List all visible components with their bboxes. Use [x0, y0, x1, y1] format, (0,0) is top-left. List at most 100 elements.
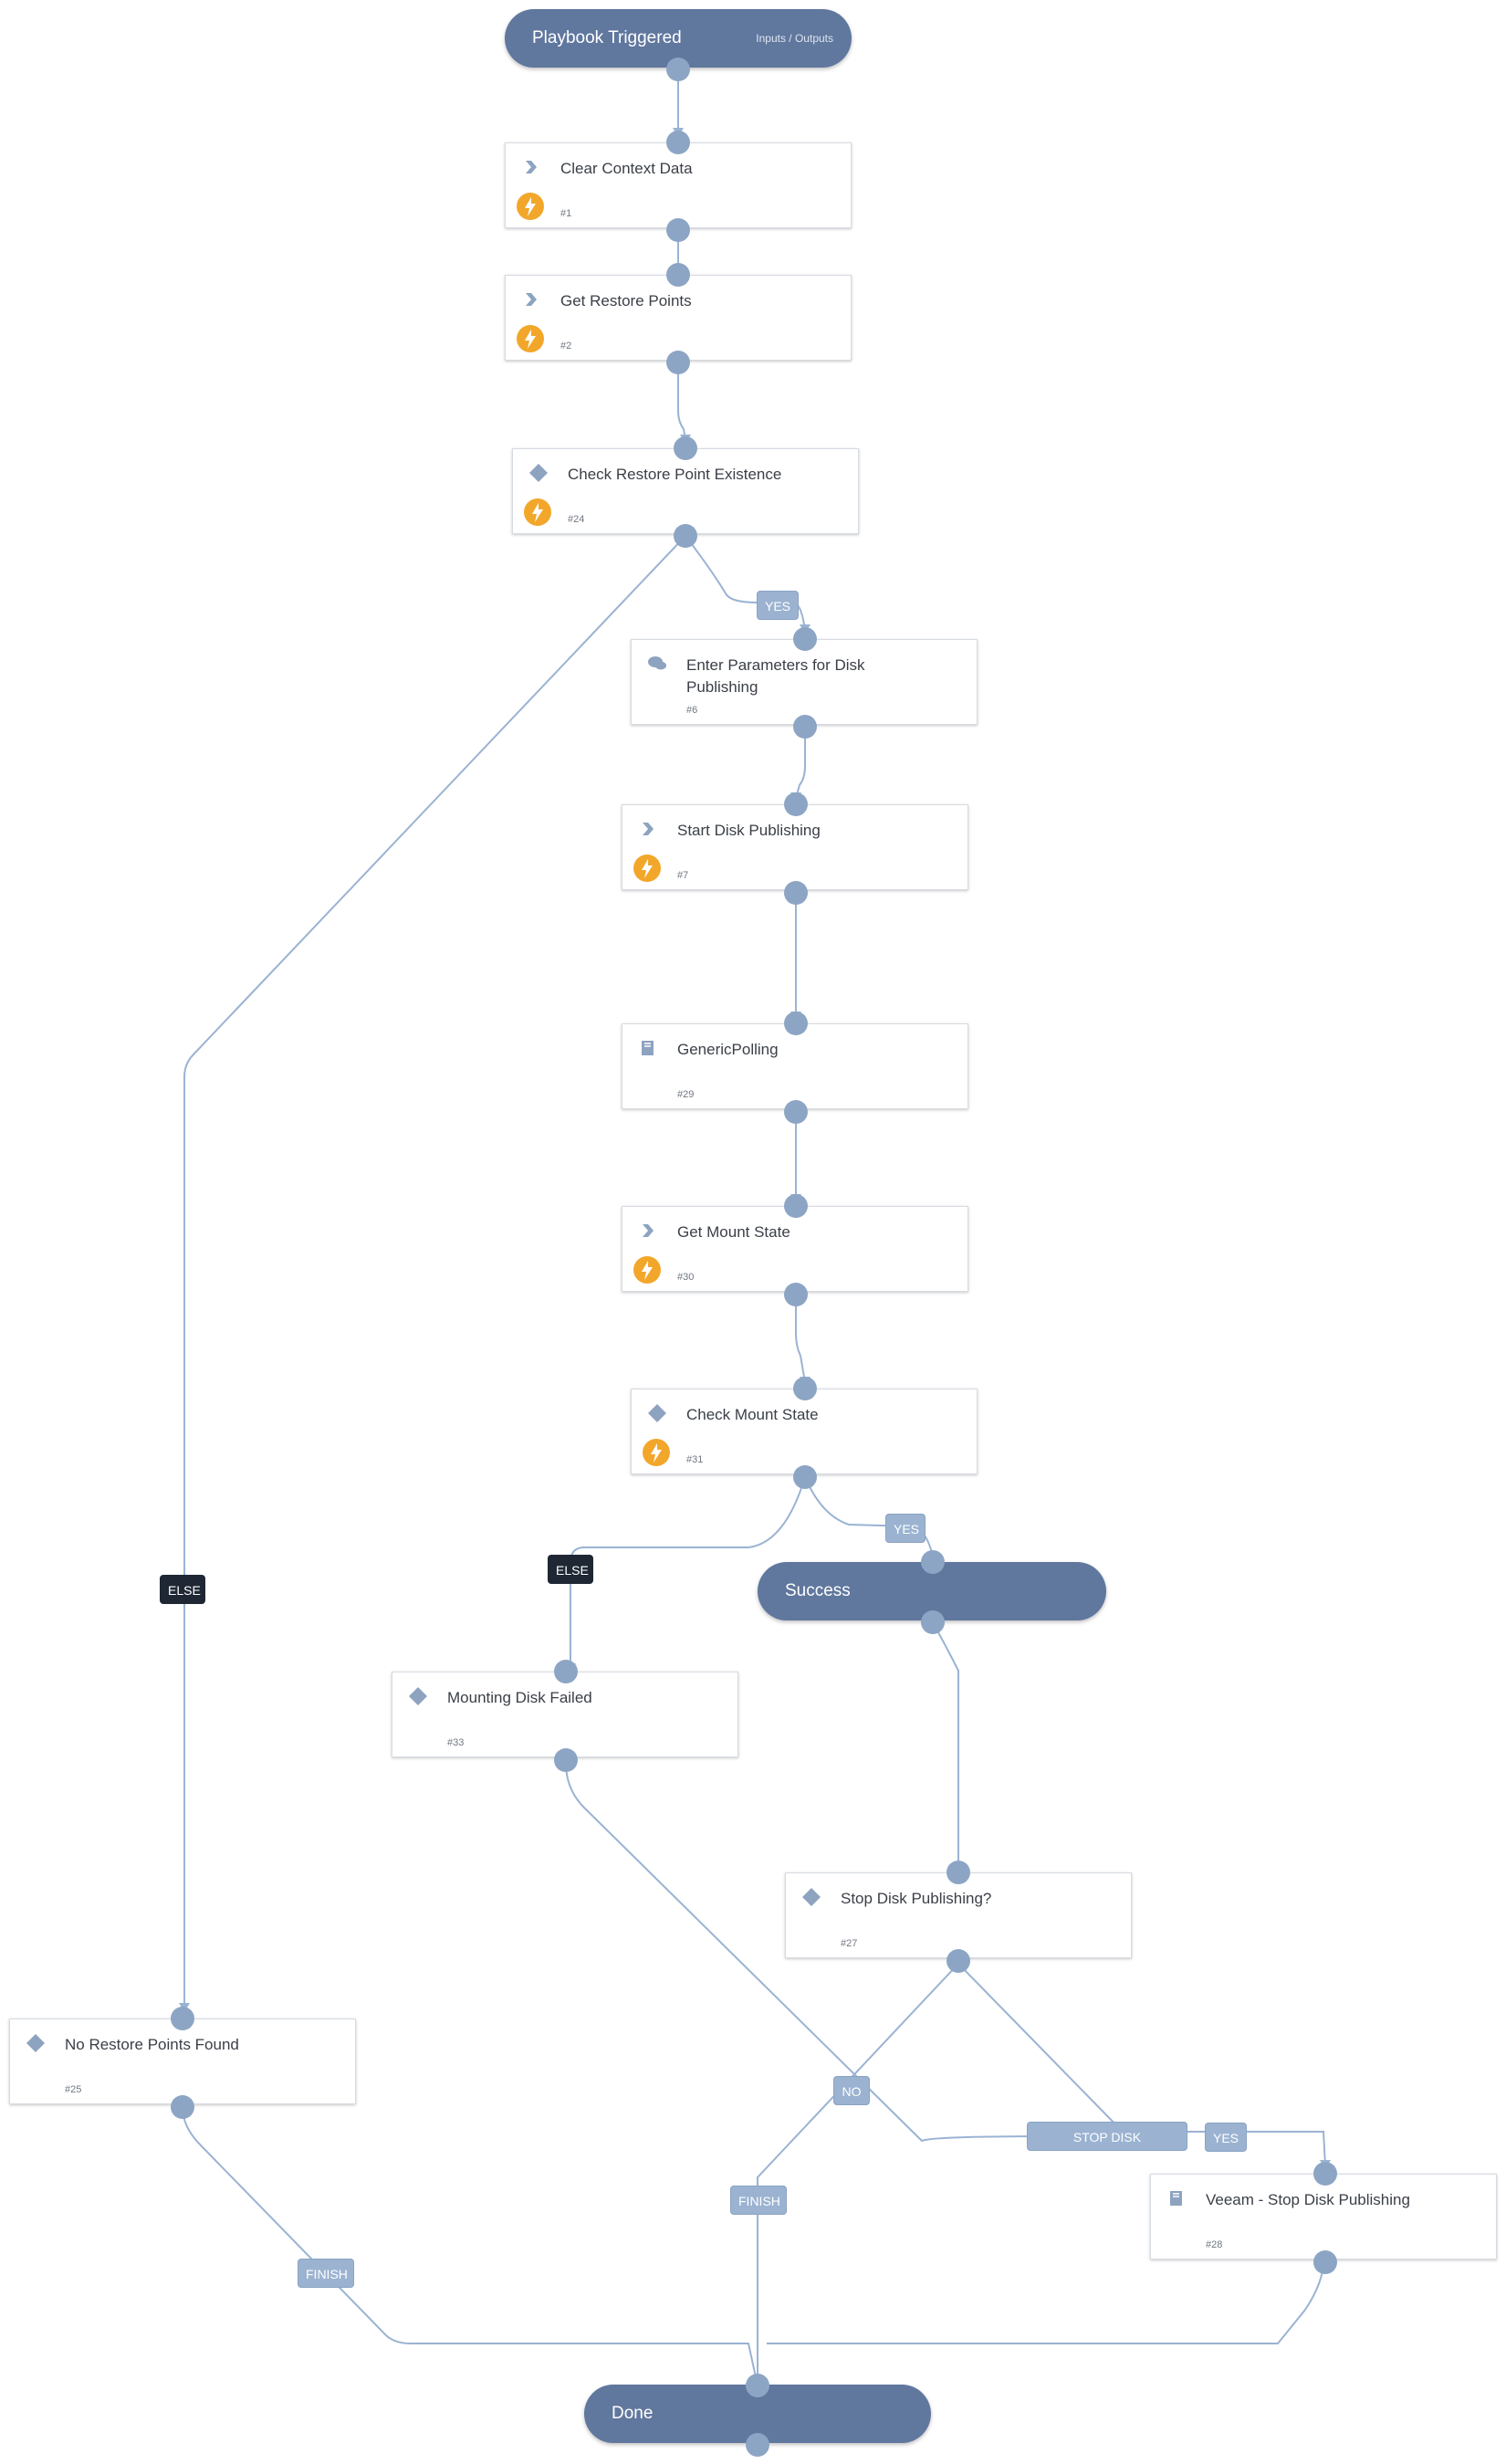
output-port[interactable]: [666, 218, 690, 242]
diamond-icon: [26, 2034, 45, 2052]
playbook-triggered-node[interactable]: Playbook Triggered Inputs / Outputs: [505, 9, 852, 68]
automation-bolt-icon: [643, 1439, 670, 1466]
task-check-mount-state[interactable]: Check Mount State #31: [631, 1389, 978, 1474]
automation-bolt-icon: [517, 325, 544, 352]
task-genericpolling[interactable]: GenericPolling #29: [622, 1023, 968, 1109]
input-port[interactable]: [171, 2007, 194, 2030]
book-icon: [1170, 2191, 1182, 2206]
input-port[interactable]: [946, 1861, 970, 1884]
task-title: GenericPolling: [677, 1041, 779, 1058]
task-number: #6: [686, 705, 698, 716]
chevron-icon: [643, 823, 654, 835]
edge-30-to-31: [795, 1295, 806, 1383]
input-port[interactable]: [554, 1660, 578, 1683]
automation-bolt-icon: [633, 1256, 661, 1284]
task-title: Check Mount State: [686, 1406, 819, 1423]
chevron-icon: [643, 1224, 654, 1237]
edge-label-yes[interactable]: YES: [757, 591, 799, 620]
chat-icon: [648, 656, 666, 670]
output-port[interactable]: [666, 58, 690, 81]
task-get-mount-state[interactable]: Get Mount State #30: [622, 1206, 968, 1292]
task-title: Get Restore Points: [560, 292, 692, 309]
task-clear-context-data[interactable]: Clear Context Data #1: [505, 142, 852, 228]
task-number: #27: [841, 1938, 858, 1949]
task-number: #29: [677, 1089, 695, 1100]
task-title: Clear Context Data: [560, 160, 693, 177]
output-port[interactable]: [1313, 2250, 1337, 2274]
edge-label-yes[interactable]: YES: [1205, 2123, 1247, 2152]
task-no-restore-points-found[interactable]: No Restore Points Found #25: [9, 2018, 356, 2104]
task-number: #25: [65, 2084, 82, 2095]
edge-24-to-6: [685, 535, 806, 631]
automation-bolt-icon: [524, 498, 551, 526]
input-port[interactable]: [784, 792, 808, 816]
output-port[interactable]: [784, 881, 808, 905]
task-title: Enter Parameters for Disk Publishing: [686, 656, 865, 696]
edge-label-else[interactable]: ELSE: [160, 1575, 205, 1604]
task-get-restore-points[interactable]: Get Restore Points #2: [505, 275, 852, 361]
output-port[interactable]: [554, 1748, 578, 1772]
done-title: Done: [612, 2404, 654, 2423]
edge-28-to-done: [767, 2260, 1324, 2344]
output-port[interactable]: [793, 1465, 817, 1489]
input-port[interactable]: [666, 131, 690, 154]
input-port[interactable]: [666, 263, 690, 287]
task-number: #7: [677, 870, 689, 881]
edge-27-no: [757, 1963, 959, 2398]
diamond-icon: [802, 1888, 821, 1906]
task-title: Mounting Disk Failed: [447, 1689, 592, 1706]
output-port[interactable]: [946, 1949, 970, 1973]
task-stop-disk-publishing-question[interactable]: Stop Disk Publishing? #27: [785, 1872, 1132, 1958]
task-number: #31: [686, 1454, 704, 1465]
diamond-icon: [409, 1687, 427, 1705]
edge-label-stop-disk-publishing[interactable]: STOP DISK PUBLISHING: [1027, 2122, 1187, 2174]
task-title: No Restore Points Found: [65, 2036, 239, 2053]
task-start-disk-publishing[interactable]: Start Disk Publishing #7: [622, 804, 968, 890]
edge-success-to-27: [932, 1621, 959, 1869]
edge-31-to-success: [804, 1476, 934, 1557]
task-title: Check Restore Point Existence: [568, 466, 782, 483]
edge-33-to-28: [565, 1762, 1060, 2143]
task-check-restore-point-existence[interactable]: Check Restore Point Existence #24: [512, 448, 859, 534]
edge-24-to-25: [183, 535, 686, 2008]
edge-label-yes[interactable]: YES: [885, 1514, 926, 1543]
input-port[interactable]: [784, 1012, 808, 1035]
output-port[interactable]: [921, 1610, 945, 1634]
task-number: #28: [1206, 2239, 1223, 2250]
inputs-outputs-link[interactable]: Inputs / Outputs: [756, 32, 833, 45]
task-veeam-stop-disk-publishing[interactable]: Veeam - Stop Disk Publishing #28: [1150, 2174, 1497, 2260]
success-title: Success: [785, 1581, 851, 1600]
task-enter-parameters-for-disk-publishing[interactable]: Enter Parameters for Disk Publishing #6: [631, 639, 978, 725]
input-port[interactable]: [784, 1194, 808, 1218]
output-port[interactable]: [784, 1100, 808, 1124]
edge-2-to-24: [677, 362, 686, 441]
chevron-icon: [526, 161, 537, 173]
trigger-title: Playbook Triggered: [532, 28, 682, 47]
automation-bolt-icon: [633, 855, 661, 882]
task-mounting-disk-failed[interactable]: Mounting Disk Failed #33: [392, 1672, 738, 1757]
output-port[interactable]: [784, 1283, 808, 1306]
edge-label-finish[interactable]: FINISH: [298, 2259, 354, 2288]
task-number: #33: [447, 1737, 465, 1748]
edge-label-else[interactable]: ELSE: [548, 1555, 593, 1584]
chevron-icon: [526, 293, 537, 306]
input-port[interactable]: [674, 436, 697, 460]
book-icon: [642, 1041, 654, 1055]
output-port[interactable]: [171, 2095, 194, 2119]
input-port[interactable]: [793, 627, 817, 651]
task-title: Veeam - Stop Disk Publishing: [1206, 2191, 1410, 2208]
output-port[interactable]: [793, 715, 817, 739]
edge-label-no[interactable]: NO: [833, 2076, 870, 2105]
task-number: #24: [568, 514, 585, 525]
task-title: Start Disk Publishing: [677, 822, 821, 839]
input-port[interactable]: [746, 2374, 769, 2397]
output-port[interactable]: [666, 351, 690, 374]
edge-label-finish[interactable]: FINISH: [730, 2186, 787, 2215]
output-port[interactable]: [746, 2433, 769, 2457]
edge-25-to-done: [182, 2106, 758, 2386]
input-port[interactable]: [1313, 2162, 1337, 2186]
input-port[interactable]: [921, 1550, 945, 1574]
output-port[interactable]: [674, 524, 697, 548]
input-port[interactable]: [793, 1377, 817, 1400]
task-number: #2: [560, 341, 572, 351]
